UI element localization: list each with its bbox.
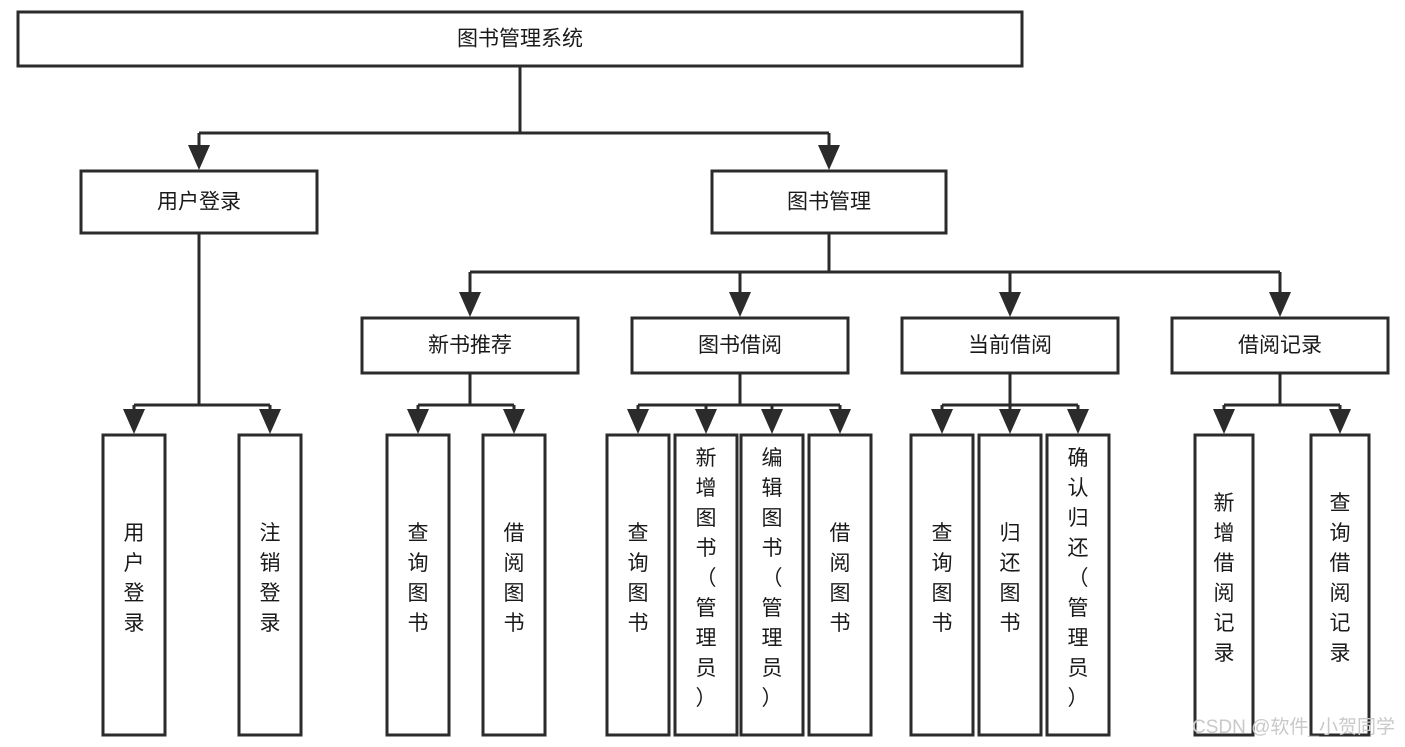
node-box[interactable]: [1309, 433, 1371, 737]
node-label: 当前借阅: [968, 334, 1052, 357]
node-box[interactable]: [360, 316, 580, 375]
arrow-head-icon: [459, 292, 481, 317]
node-fn-bb-query-book[interactable]: 查询图书: [605, 433, 671, 737]
node-label: 归还图书: [1000, 522, 1021, 635]
node-label: 图书管理: [787, 191, 871, 214]
node-fn-bb-edit-book[interactable]: 编辑图书（管理员）: [739, 433, 805, 737]
node-box[interactable]: [101, 433, 167, 737]
arrow-head-icon: [999, 292, 1021, 317]
node-label: 新书推荐: [428, 334, 512, 357]
node-label: 新增借阅记录: [1214, 492, 1235, 665]
node-fn-cb-query-book[interactable]: 查询图书: [909, 433, 975, 737]
node-fn-br-add-record[interactable]: 新增借阅记录: [1193, 433, 1255, 737]
arrow-head-icon: [931, 409, 953, 434]
arrow-head-icon: [503, 409, 525, 434]
node-label: 借阅图书: [830, 522, 851, 635]
node-box[interactable]: [909, 433, 975, 737]
node-label: 用户登录: [124, 522, 145, 635]
node-box[interactable]: [977, 433, 1043, 737]
arrow-head-icon: [818, 145, 840, 170]
node-box[interactable]: [673, 433, 739, 737]
node-label: 查询借阅记录: [1330, 492, 1351, 665]
connector-group-borrow-record: [1213, 373, 1351, 434]
node-box[interactable]: [237, 433, 303, 737]
arrow-head-icon: [188, 145, 210, 170]
connector-group-current-borrow: [931, 373, 1089, 434]
connector-group-book-manage: [459, 233, 1291, 317]
node-fn-user-login[interactable]: 用户登录: [101, 433, 167, 737]
connector-group-root: [188, 66, 840, 170]
node-box[interactable]: [1170, 316, 1390, 375]
node-fn-rec-borrow-book[interactable]: 借阅图书: [481, 433, 547, 737]
arrow-head-icon: [407, 409, 429, 434]
arrow-head-icon: [1329, 409, 1351, 434]
node-box[interactable]: [79, 169, 319, 235]
node-label: 查询图书: [628, 522, 649, 635]
node-label: 查询图书: [408, 522, 429, 635]
node-label: 借阅记录: [1238, 334, 1322, 357]
node-box[interactable]: [1193, 433, 1255, 737]
node-label: 用户登录: [157, 191, 241, 214]
node-label: 编辑图书（管理员）: [762, 447, 783, 710]
node-root[interactable]: 图书管理系统: [16, 10, 1024, 68]
node-book-manage[interactable]: 图书管理: [710, 169, 948, 235]
arrow-head-icon: [627, 409, 649, 434]
nodes-layer: 图书管理系统用户登录图书管理新书推荐图书借阅当前借阅借阅记录用户登录注销登录查询…: [16, 10, 1390, 737]
node-fn-br-query-record[interactable]: 查询借阅记录: [1309, 433, 1371, 737]
node-box[interactable]: [900, 316, 1120, 375]
arrow-head-icon: [1213, 409, 1235, 434]
edges-layer: [123, 66, 1351, 434]
node-user-login[interactable]: 用户登录: [79, 169, 319, 235]
node-box[interactable]: [481, 433, 547, 737]
arrow-head-icon: [1067, 409, 1089, 434]
node-box[interactable]: [1045, 433, 1111, 737]
connector-group-new-book-rec: [407, 373, 525, 434]
arrow-head-icon: [999, 409, 1021, 434]
arrow-head-icon: [829, 409, 851, 434]
node-fn-bb-add-book[interactable]: 新增图书（管理员）: [673, 433, 739, 737]
arrow-head-icon: [259, 409, 281, 434]
node-box[interactable]: [710, 169, 948, 235]
csdn-watermark: CSDN @软件_小贺同学: [1192, 716, 1395, 738]
node-label: 新增图书（管理员）: [696, 447, 717, 710]
node-box[interactable]: [16, 10, 1024, 68]
node-fn-user-logout[interactable]: 注销登录: [237, 433, 303, 737]
node-box[interactable]: [630, 316, 850, 375]
node-box[interactable]: [605, 433, 671, 737]
arrow-head-icon: [695, 409, 717, 434]
node-fn-cb-confirm-return[interactable]: 确认归还（管理员）: [1045, 433, 1111, 737]
arrow-head-icon: [761, 409, 783, 434]
arrow-head-icon: [123, 409, 145, 434]
node-fn-bb-borrow-book[interactable]: 借阅图书: [807, 433, 873, 737]
node-fn-cb-return-book[interactable]: 归还图书: [977, 433, 1043, 737]
node-box[interactable]: [739, 433, 805, 737]
node-fn-rec-query-book[interactable]: 查询图书: [385, 433, 451, 737]
node-label: 借阅图书: [504, 522, 525, 635]
node-box[interactable]: [385, 433, 451, 737]
node-label: 注销登录: [260, 522, 281, 635]
connector-group-book-borrow: [627, 373, 851, 434]
node-label: 图书借阅: [698, 334, 782, 357]
node-label: 确认归还（管理员）: [1068, 447, 1089, 710]
node-current-borrow[interactable]: 当前借阅: [900, 316, 1120, 375]
node-borrow-record[interactable]: 借阅记录: [1170, 316, 1390, 375]
node-label: 图书管理系统: [457, 28, 583, 51]
node-label: 查询图书: [932, 522, 953, 635]
arrow-head-icon: [1269, 292, 1291, 317]
arrow-head-icon: [729, 292, 751, 317]
connector-group-user-login: [123, 233, 281, 434]
node-book-borrow[interactable]: 图书借阅: [630, 316, 850, 375]
node-new-book-rec[interactable]: 新书推荐: [360, 316, 580, 375]
node-box[interactable]: [807, 433, 873, 737]
